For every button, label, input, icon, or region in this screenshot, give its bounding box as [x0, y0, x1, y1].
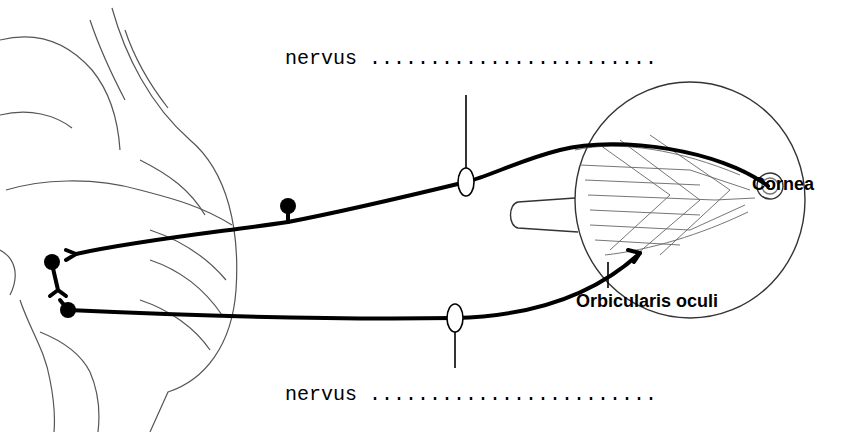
nerve-name-blank: nervus ........................: [285, 48, 657, 70]
part-label: Cornea: [752, 175, 814, 195]
leader-lines: [447, 95, 608, 368]
nerve-name-blank: nervus ........................: [285, 384, 657, 406]
cell-bodies: [44, 198, 296, 318]
brainstem-outline: [0, 8, 237, 432]
nerve-fibres: [50, 144, 768, 318]
part-label: Orbicularis oculi: [576, 292, 718, 312]
eyeball: [511, 82, 806, 318]
muscle-fibres: [575, 135, 755, 260]
